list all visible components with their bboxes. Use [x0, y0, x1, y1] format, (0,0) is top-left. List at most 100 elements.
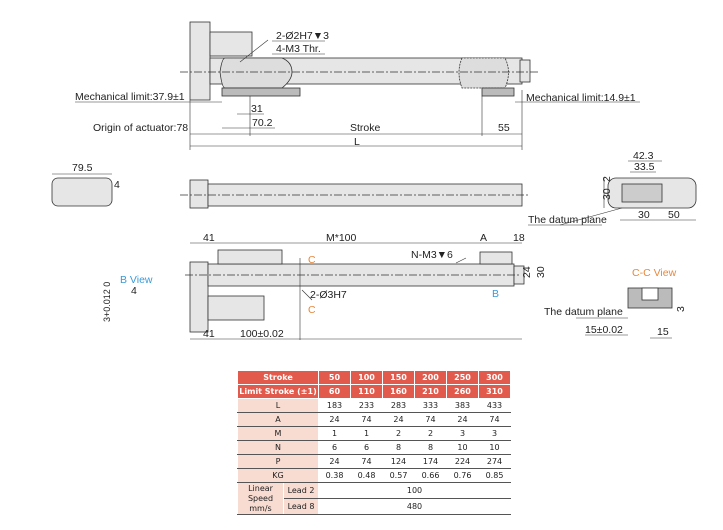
- dim-31: 31: [251, 103, 263, 115]
- row-value: 274: [478, 454, 511, 469]
- row-value: 0.57: [382, 468, 415, 483]
- dim-A: A: [480, 232, 487, 244]
- b-view-tolerance: 3+0.012 0: [102, 282, 112, 322]
- row-value: 3: [446, 426, 479, 441]
- dim-24: 24: [521, 266, 533, 278]
- speed-row-lead8: Lead 8 480: [238, 498, 511, 515]
- stroke-cell: 150: [382, 370, 415, 385]
- bottom-flange: [189, 261, 209, 333]
- end-view-carriage: [621, 183, 663, 203]
- row-value: 8: [382, 440, 415, 455]
- lead2-value: 100: [318, 482, 511, 499]
- dim-100: 100±0.02: [240, 328, 284, 340]
- row-value: 1: [350, 426, 383, 441]
- limit-row: Limit Stroke (±1) 60 110 160 210 260 310: [237, 384, 511, 399]
- view-b-marker: B: [492, 288, 499, 300]
- mech-limit-left: Mechanical limit:37.9±1: [75, 91, 185, 103]
- row-value: 0.76: [446, 468, 479, 483]
- row-label: M: [237, 426, 319, 441]
- dim-42-3: 42.3: [633, 150, 654, 162]
- thread-note: 4-M3 Thr.: [276, 43, 321, 55]
- row-value: 333: [414, 398, 447, 413]
- dim-70-2: 70.2: [252, 117, 273, 129]
- dim-3: 3: [675, 306, 687, 312]
- mech-limit-right: Mechanical limit:14.9±1: [526, 92, 636, 104]
- limit-cell: 310: [478, 384, 511, 399]
- row-value: 124: [382, 454, 415, 469]
- side-end-part: [51, 177, 113, 207]
- bottom-view: [185, 249, 673, 333]
- stroke-cell: 300: [478, 370, 511, 385]
- row-value: 24: [446, 412, 479, 427]
- motor-body: [209, 31, 253, 57]
- dim-41-top: 41: [203, 232, 215, 244]
- row-label: A: [237, 412, 319, 427]
- dim-55: 55: [498, 122, 510, 134]
- dim-15: 15: [657, 326, 669, 338]
- side-flange: [189, 179, 209, 209]
- row-value: 74: [350, 454, 383, 469]
- row-value: 74: [478, 412, 511, 427]
- pin-note: 2-Ø2H7▼3: [276, 30, 329, 42]
- end-cap: [519, 59, 531, 83]
- b-view-title: B View: [120, 274, 153, 286]
- dim-m100: M*100: [326, 232, 357, 244]
- origin-label: Origin of actuator:78: [93, 122, 188, 134]
- dim-L: L: [354, 136, 360, 148]
- cc-view-title: C-C View: [632, 267, 677, 279]
- dim-15-tol: 15±0.02: [585, 324, 623, 336]
- row-value: 233: [350, 398, 383, 413]
- row-value: 383: [446, 398, 479, 413]
- n-m3-note: N-M3▼6: [411, 249, 453, 261]
- dim-30-bottom: 30: [535, 266, 547, 278]
- dim-30: 30: [638, 209, 650, 221]
- dim-2: 2: [601, 176, 613, 182]
- stroke-cell: 100: [350, 370, 383, 385]
- bottom-carriage-end: [479, 251, 513, 265]
- stroke-header: Stroke: [237, 370, 319, 385]
- stroke-cell: 200: [414, 370, 447, 385]
- row-value: 24: [318, 454, 351, 469]
- row-label: KG: [237, 468, 319, 483]
- row-value: 3: [478, 426, 511, 441]
- row-label: L: [237, 398, 319, 413]
- row-value: 10: [478, 440, 511, 455]
- b-view-dim-4: 4: [131, 285, 137, 297]
- lead8-label: Lead 8: [283, 498, 319, 515]
- stroke-cell: 50: [318, 370, 351, 385]
- spec-table: Stroke 50 100 150 200 250 300 Limit Stro…: [237, 370, 511, 515]
- limit-cell: 260: [446, 384, 479, 399]
- side-view: [51, 177, 697, 209]
- top-dimensions: [75, 39, 640, 150]
- row-value: 0.85: [478, 468, 511, 483]
- row-value: 224: [446, 454, 479, 469]
- limit-cell: 160: [382, 384, 415, 399]
- dim-18: 18: [513, 232, 525, 244]
- row-value: 6: [318, 440, 351, 455]
- row-value: 1: [318, 426, 351, 441]
- row-value: 2: [382, 426, 415, 441]
- pin-hole-note: 2-Ø3H7: [310, 289, 347, 301]
- stroke-row: Stroke 50 100 150 200 250 300: [237, 370, 511, 385]
- motor-flange: [189, 21, 211, 101]
- row-value: 24: [318, 412, 351, 427]
- dim-79-5: 79.5: [72, 162, 93, 174]
- row-label: N: [237, 440, 319, 455]
- limit-header: Limit Stroke (±1): [237, 384, 319, 399]
- carriage-base: [221, 87, 301, 97]
- limit-cell: 110: [350, 384, 383, 399]
- lead8-value: 480: [318, 498, 511, 515]
- row-value: 10: [446, 440, 479, 455]
- dim-4: 4: [114, 179, 120, 191]
- stroke-label: Stroke: [350, 122, 381, 134]
- stroke-cell: 250: [446, 370, 479, 385]
- row-value: 283: [382, 398, 415, 413]
- row-value: 6: [350, 440, 383, 455]
- dim-33-5: 33.5: [634, 161, 655, 173]
- row-value: 0.48: [350, 468, 383, 483]
